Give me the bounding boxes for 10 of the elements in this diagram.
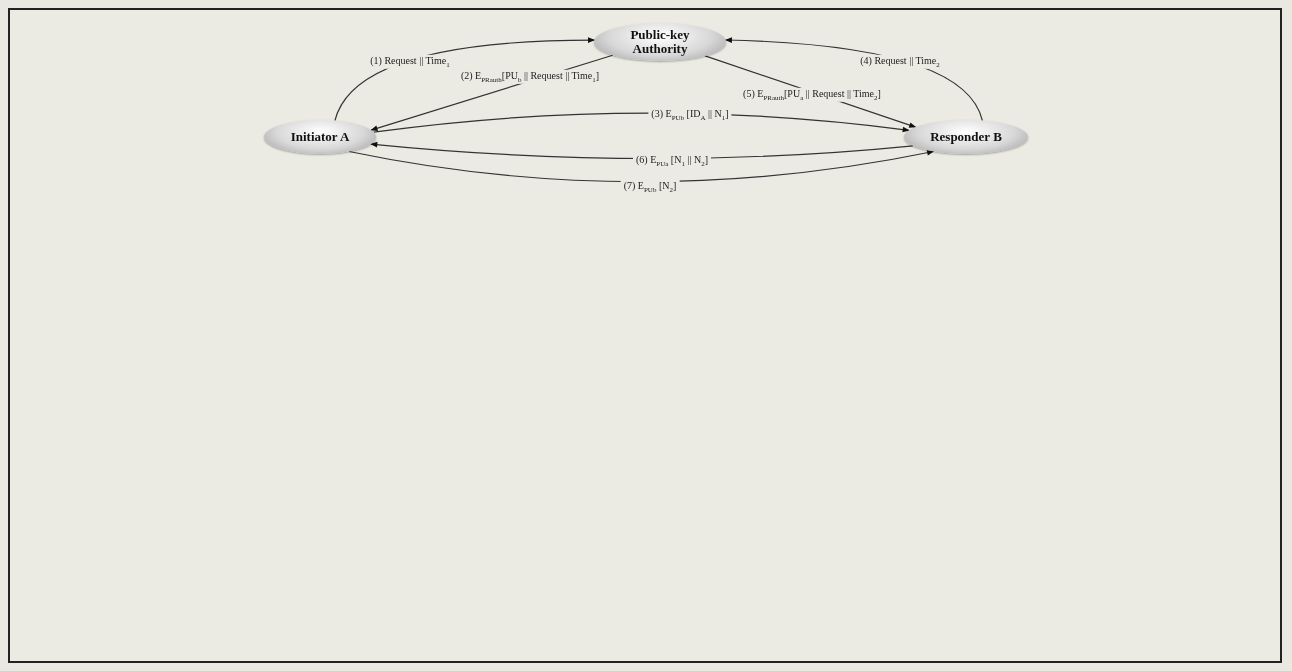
node-label: Public-key Authority — [629, 28, 691, 56]
node-label: Initiator A — [289, 130, 351, 144]
edge-label: (7) E$_{PUb}$ [N$_{2}$] — [620, 179, 680, 195]
arrow — [348, 149, 935, 183]
edge-label: (4) Request || Time$_{2}$ — [857, 54, 943, 70]
edge-label: (6) E$_{PUa}$ [N$_{1}$ || N$_{2}$] — [633, 153, 711, 169]
edge-label: (5) E$_{PRauth}$[PU$_{a}$ || Request || Time$_{2}$] — [740, 87, 884, 103]
edge-label: (3) E$_{PUb}$ [ID$_{A}$ || N$_{1}$] — [648, 107, 732, 123]
edge-label: (1) Request || Time$_{1}$ — [367, 54, 453, 70]
node-label: Responder B — [929, 130, 1003, 144]
